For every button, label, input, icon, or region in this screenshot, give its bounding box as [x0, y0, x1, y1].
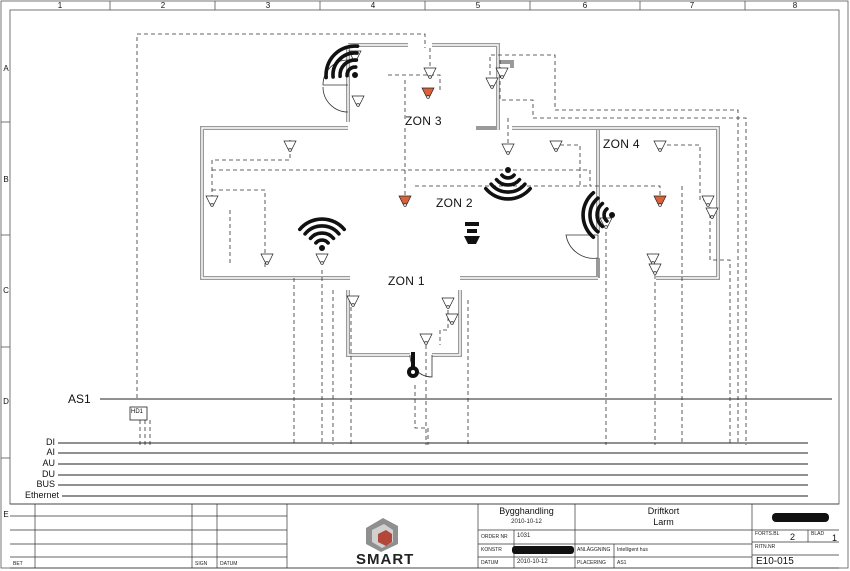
grid-column-5: 5	[475, 1, 481, 10]
forts-bl-label: FORTS.BL	[755, 531, 780, 537]
placering-label: PLACERING	[577, 560, 606, 566]
wireless-signal-icon	[484, 167, 532, 201]
hd1-box	[129, 406, 148, 421]
blad-value: 1	[832, 533, 838, 543]
anlaggning-value: Intelligent hus	[617, 547, 648, 553]
zone-2-label: ZON 2	[436, 196, 473, 210]
redacted-konstr	[512, 546, 574, 554]
anlaggning-label: ANLÄGGNING	[577, 547, 611, 553]
grid-row-b: B	[3, 175, 9, 184]
motion-detector-icon	[501, 143, 515, 155]
wireless-signal-icon	[324, 44, 360, 80]
motion-detector-icon	[423, 67, 437, 79]
bus-label-ai: AI	[46, 447, 55, 457]
motion-detector-icon	[646, 253, 660, 265]
motion-detector-icon	[445, 313, 459, 325]
wireless-signal-icon	[298, 217, 346, 251]
document-date: 2010-10-12	[511, 519, 542, 525]
grid-row-a: A	[3, 64, 9, 73]
blad-label: BLAD	[811, 531, 825, 537]
motion-detector-icon	[260, 253, 274, 265]
grid-column-3: 3	[265, 1, 271, 10]
bet-label: BET	[13, 561, 23, 567]
bus-label-du: DU	[42, 469, 55, 479]
grid-row-d: D	[3, 397, 9, 406]
bus-label-bus: BUS	[36, 479, 55, 489]
key-lock-icon	[407, 352, 419, 378]
datum-value: 2010-10-12	[517, 559, 548, 565]
forts-bl-value: 2	[790, 532, 796, 542]
motion-detectors	[205, 50, 719, 345]
motion-detector-icon	[315, 253, 329, 265]
motion-detector-icon	[653, 140, 667, 152]
grid-row-e: E	[3, 510, 9, 519]
motion-detector-icon	[648, 263, 662, 275]
ritn-nr-label: RITN.NR	[755, 544, 776, 550]
bus-label-di: DI	[46, 437, 55, 447]
grid-column-6: 6	[582, 1, 588, 10]
grid-row-c: C	[3, 286, 9, 295]
motion-detector-icon	[549, 140, 563, 152]
title-block	[10, 503, 839, 569]
smart-logo	[366, 518, 398, 552]
redacted-top-right	[772, 513, 829, 522]
smart-logo-text: SMART	[356, 551, 415, 568]
motion-detector-icon	[705, 207, 719, 219]
grid-column-4: 4	[370, 1, 376, 10]
bus-lines	[58, 398, 832, 497]
grid-column-2: 2	[160, 1, 166, 10]
smoke-detector-icon	[653, 195, 667, 207]
motion-detector-icon	[495, 67, 509, 79]
grid-column-7: 7	[689, 1, 695, 10]
grid-column-1: 1	[57, 1, 63, 10]
drawing-title-line1: Driftkort	[647, 506, 680, 516]
hd1-label: HD1	[131, 409, 144, 415]
placering-value: AS1	[617, 560, 627, 566]
bus-label-au: AU	[42, 458, 55, 468]
zone-4-label: ZON 4	[603, 137, 640, 151]
siren-icon	[464, 222, 480, 244]
wireless-signal-icon	[581, 191, 615, 239]
zone-1-label: ZON 1	[388, 274, 425, 288]
smoke-detector-icon	[398, 195, 412, 207]
bus-label-ethernet: Ethernet	[24, 490, 59, 500]
motion-detector-icon	[419, 333, 433, 345]
ritn-nr-value: E10-015	[756, 556, 794, 567]
drawing-title-line2: Larm	[653, 517, 674, 527]
smoke-detector-icon	[421, 87, 435, 99]
order-nr-value: 1031	[517, 533, 531, 539]
motion-detector-icon	[205, 195, 219, 207]
document-type: Bygghandling	[499, 506, 554, 516]
zone-3-label: ZON 3	[405, 114, 442, 128]
konstr-label: KONSTR	[481, 547, 502, 553]
as1-label: AS1	[68, 392, 91, 406]
motion-detector-icon	[346, 295, 360, 307]
datum-label: DATUM	[481, 560, 499, 566]
wall-inner-lines	[201, 44, 719, 356]
sign-label: SIGN	[195, 561, 208, 567]
motion-detector-icon	[485, 77, 499, 89]
motion-detector-icon	[701, 195, 715, 207]
motion-detector-icon	[283, 140, 297, 152]
datum-header-label: DATUM	[220, 561, 238, 567]
wiring	[136, 33, 747, 445]
order-nr-label: ORDER NR	[481, 534, 508, 540]
motion-detector-icon	[351, 95, 365, 107]
motion-detector-icon	[441, 297, 455, 309]
wireless-wave-symbols	[298, 44, 615, 251]
grid-column-8: 8	[792, 1, 798, 10]
